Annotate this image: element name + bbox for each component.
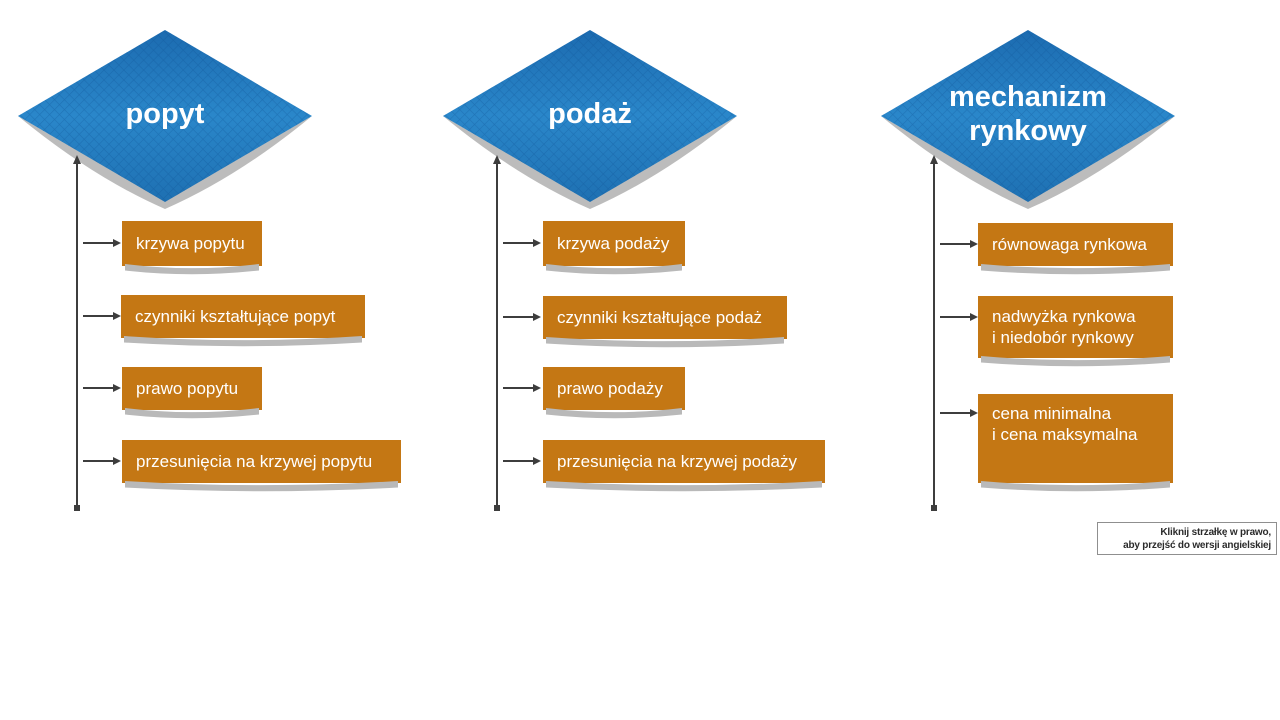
topic-box-czynniki-ksztaltujace-podaz[interactable]: czynniki kształtujące podaż bbox=[543, 296, 787, 348]
topic-box-prawo-podazy[interactable]: prawo podaży bbox=[543, 367, 685, 419]
arrow-icon bbox=[940, 409, 978, 417]
connector-line-popyt bbox=[73, 155, 81, 511]
topic-box-label: prawo popytu bbox=[136, 379, 239, 398]
diamond-mechanizm-rynkowy bbox=[881, 30, 1175, 209]
arrow-icon bbox=[503, 457, 541, 465]
topic-box-label: krzywa podaży bbox=[557, 234, 670, 253]
language-hint: Kliknij strzałkę w prawo, aby przejść do… bbox=[1097, 522, 1277, 555]
arrow-icon bbox=[503, 384, 541, 392]
topic-box-label: cena minimalna i cena maksymalna bbox=[992, 404, 1138, 444]
box-shadow bbox=[981, 264, 1170, 275]
topic-box-label: prawo podaży bbox=[557, 379, 663, 398]
topic-box-label: krzywa popytu bbox=[136, 234, 245, 253]
topic-box-label: przesunięcia na krzywej podaży bbox=[557, 452, 798, 471]
arrow-icon bbox=[83, 312, 121, 320]
arrow-icon bbox=[503, 239, 541, 247]
box-shadow bbox=[125, 264, 259, 275]
topic-box-czynniki-ksztaltujace-popyt[interactable]: czynniki kształtujące popyt bbox=[121, 295, 365, 347]
box-shadow bbox=[981, 356, 1170, 367]
diamond-podaz bbox=[443, 30, 737, 209]
box-shadow bbox=[125, 481, 398, 492]
arrow-icon bbox=[83, 457, 121, 465]
box-shadow bbox=[981, 481, 1170, 492]
topic-box-przesuniecia-na-krzywej-popytu[interactable]: przesunięcia na krzywej popytu bbox=[122, 440, 401, 492]
topic-box-rownowaga-rynkowa[interactable]: równowaga rynkowa bbox=[978, 223, 1173, 275]
topic-box-przesuniecia-na-krzywej-podazy[interactable]: przesunięcia na krzywej podaży bbox=[543, 440, 825, 492]
box-shadow bbox=[546, 481, 822, 492]
topic-box-label: nadwyżka rynkowa i niedobór rynkowy bbox=[992, 307, 1136, 347]
topic-box-label: czynniki kształtujące podaż bbox=[557, 308, 763, 327]
topic-box-cena-minimalna-maksymalna[interactable]: cena minimalna i cena maksymalna bbox=[978, 394, 1173, 492]
topic-box-label: równowaga rynkowa bbox=[992, 235, 1147, 254]
diamonds-layer bbox=[18, 30, 1175, 209]
topic-box-label: przesunięcia na krzywej popytu bbox=[136, 452, 373, 471]
topic-box-krzywa-podazy[interactable]: krzywa podaży bbox=[543, 221, 685, 275]
box-shadow bbox=[124, 336, 362, 347]
box-shadow bbox=[546, 264, 682, 275]
box-shadow bbox=[546, 408, 682, 419]
box-shadow bbox=[546, 337, 784, 348]
connector-line-podaz bbox=[493, 155, 501, 511]
arrow-icon bbox=[940, 240, 978, 248]
topic-box-krzywa-popytu[interactable]: krzywa popytu bbox=[122, 221, 262, 275]
arrow-icon bbox=[940, 313, 978, 321]
box-shadow bbox=[125, 408, 259, 419]
topic-box-prawo-popytu[interactable]: prawo popytu bbox=[122, 367, 262, 419]
topic-box-nadwyzka-i-niedobor[interactable]: nadwyżka rynkowa i niedobór rynkowy bbox=[978, 296, 1173, 367]
diamond-popyt bbox=[18, 30, 312, 209]
connector-line-mechanizm-rynkowy bbox=[930, 155, 938, 511]
arrow-icon bbox=[83, 239, 121, 247]
topic-box-label: czynniki kształtujące popyt bbox=[135, 307, 336, 326]
arrow-icon bbox=[503, 313, 541, 321]
arrow-icon bbox=[83, 384, 121, 392]
